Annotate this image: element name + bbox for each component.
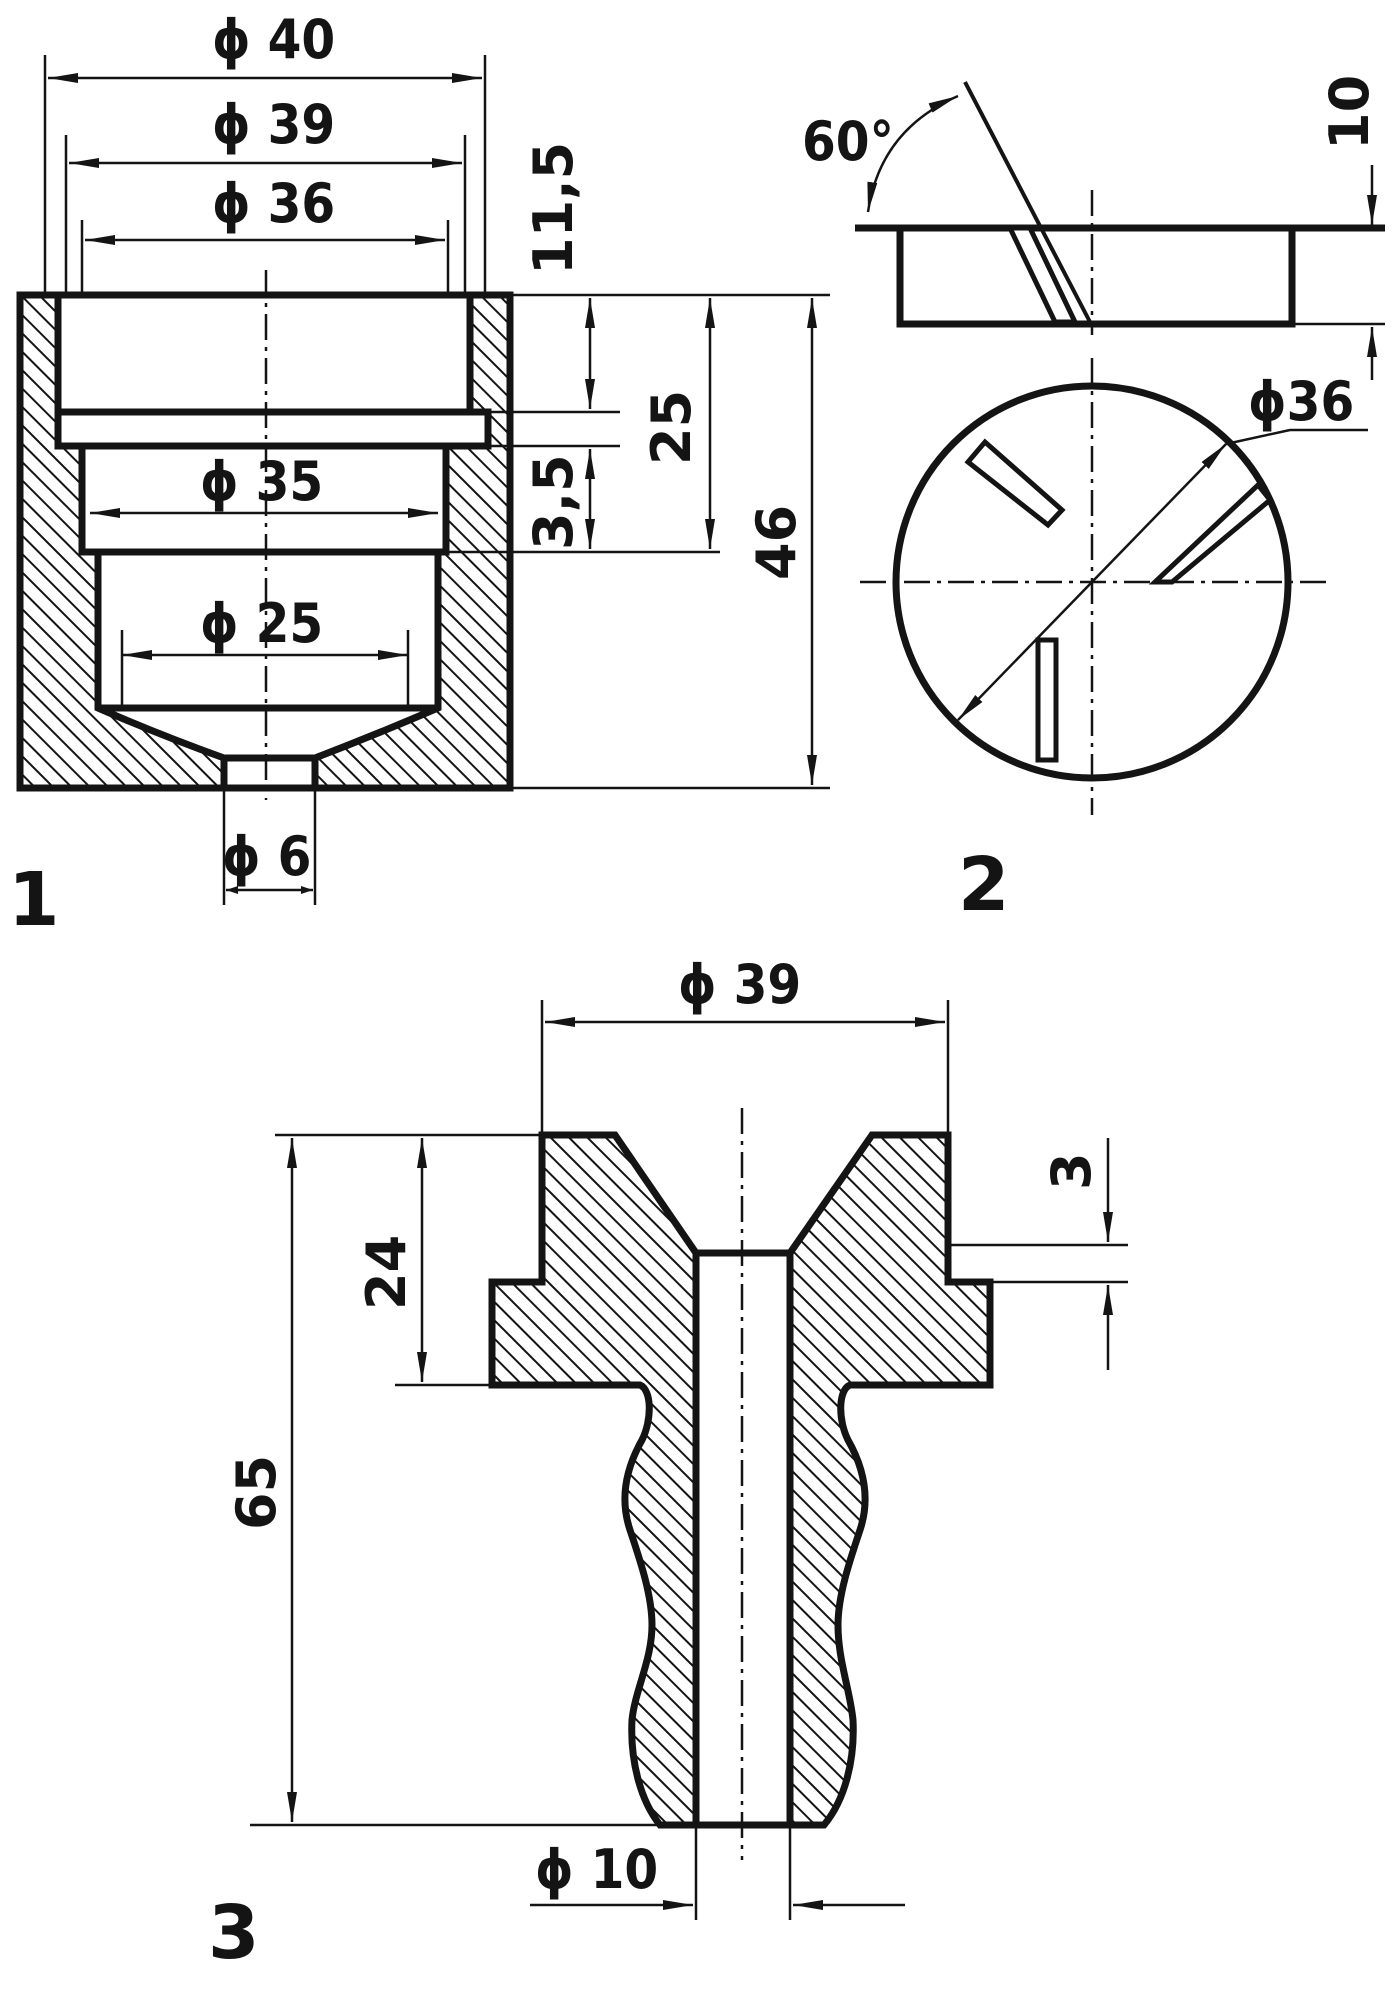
figure-3-handle-section: ϕ 39 24 65 3 ϕ 10 3 — [208, 953, 1128, 1976]
dim-11-5: 11,5 — [522, 142, 585, 275]
angle-60: 60° — [802, 110, 894, 173]
slot-3 — [1035, 637, 1059, 763]
dim-d39: ϕ 39 — [212, 93, 335, 156]
section-right-wall — [311, 291, 514, 792]
dim-65: 65 — [225, 1455, 288, 1530]
dim-25: 25 — [640, 390, 703, 465]
dim-24: 24 — [355, 1235, 418, 1310]
dim-d6: ϕ 6 — [222, 825, 311, 888]
dim-d40: ϕ 40 — [212, 8, 335, 71]
disc-side-view — [896, 224, 1296, 328]
section-left-wall — [16, 291, 228, 792]
dim-46: 46 — [745, 505, 808, 580]
dim-d36-plan: ϕ36 — [1248, 370, 1354, 433]
slot-1 — [964, 438, 1066, 529]
figure-1-body-section: ϕ 40 ϕ 39 ϕ 36 ϕ 35 ϕ 25 ϕ 6 11,5 3,5 25 — [8, 8, 830, 943]
slot-side — [1006, 225, 1079, 325]
dim-3: 3 — [1040, 1152, 1103, 1190]
section-left-half — [488, 1131, 700, 1829]
dim-d35: ϕ 35 — [200, 450, 323, 513]
section-right-half — [786, 1131, 994, 1829]
dim-10: 10 — [1318, 75, 1381, 150]
dim-d36: ϕ 36 — [212, 172, 335, 235]
dim-3-5: 3,5 — [522, 454, 585, 550]
dim-d25: ϕ 25 — [200, 592, 323, 655]
figure-3-number: 3 — [208, 1890, 260, 1976]
dim-d10: ϕ 10 — [535, 1838, 658, 1901]
figure-2-number: 2 — [958, 842, 1010, 928]
figure-2-disc: 60° 10 ϕ36 2 — [802, 75, 1385, 928]
ring-groove — [54, 408, 492, 450]
figure-1-number: 1 — [8, 857, 60, 943]
dim-d39-fig3: ϕ 39 — [678, 953, 801, 1016]
